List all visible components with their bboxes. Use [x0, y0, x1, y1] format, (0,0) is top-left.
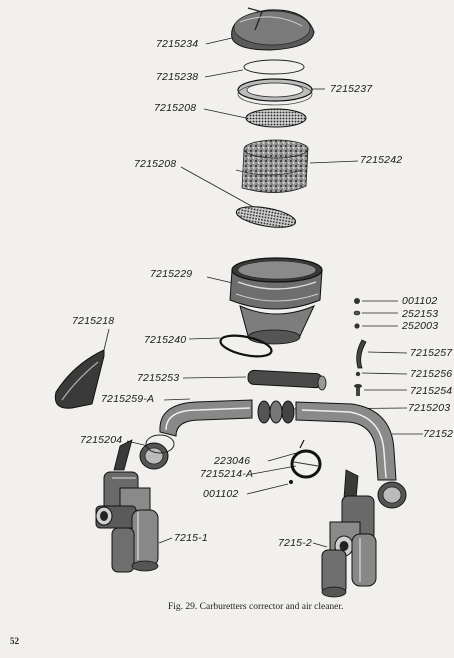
- part-label: 252153: [402, 308, 439, 320]
- part-label: 7215253: [137, 372, 180, 384]
- mesh-disc-upper: [245, 108, 307, 128]
- short-tube: [247, 369, 327, 391]
- part-label: 7215242: [360, 154, 403, 166]
- part-label: 7215238: [156, 71, 199, 83]
- part-label: 223046: [214, 455, 251, 467]
- intake-pipe: [159, 399, 253, 437]
- part-label: 7215237: [330, 83, 373, 95]
- bent-pipe: [295, 401, 397, 481]
- part-label: 7215218: [72, 315, 115, 327]
- small-fasteners: [353, 298, 367, 396]
- retaining-ring: [243, 59, 305, 75]
- filter-element: [235, 139, 309, 193]
- hose-connectors: [257, 400, 295, 424]
- part-label: 72152: [423, 428, 454, 440]
- left-sleeve: [139, 434, 175, 470]
- part-label: 7215257: [410, 347, 453, 359]
- part-label: 7215254: [410, 385, 453, 397]
- part-label: 7215208: [154, 102, 197, 114]
- carburetter-left: [95, 439, 159, 573]
- part-label: 001102: [203, 488, 239, 500]
- part-label: 7215204: [80, 434, 123, 446]
- gasket-ring: [219, 334, 273, 358]
- part-label: 7215203: [408, 402, 451, 414]
- part-label: 7215214-A: [200, 468, 254, 480]
- part-label: 7215-2: [278, 537, 312, 549]
- clamp-ring: [237, 78, 313, 106]
- part-label: 7215234: [156, 38, 199, 50]
- part-label: 7215259-A: [101, 393, 155, 405]
- carburetter-right: [321, 469, 377, 598]
- part-label: 252003: [402, 320, 439, 332]
- part-label: 7215240: [144, 334, 187, 346]
- part-label: 7215256: [410, 368, 453, 380]
- part-label: 7215-1: [174, 532, 208, 544]
- mesh-disc-lower: [235, 206, 297, 228]
- part-label: 7215208: [134, 158, 177, 170]
- filter-housing: [229, 257, 323, 310]
- part-label: 7215229: [150, 268, 193, 280]
- part-label: 001102: [402, 295, 438, 307]
- filter-cover: [231, 7, 315, 51]
- figure-caption: Fig. 29. Carburetters corrector and air …: [168, 602, 344, 612]
- clamp-parts: [289, 439, 322, 484]
- right-sleeve: [377, 481, 407, 509]
- page-number: 52: [10, 636, 19, 646]
